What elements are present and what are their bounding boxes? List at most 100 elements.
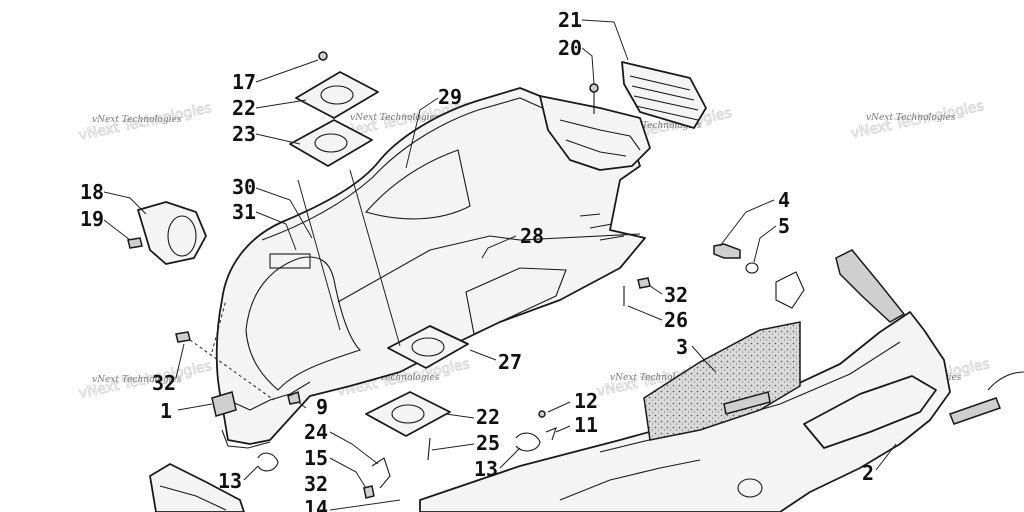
plate-hole — [320, 85, 354, 105]
leader-plate-down-2 — [349, 169, 401, 347]
panel-mount-tab — [211, 391, 237, 417]
fastener-32-right — [637, 277, 651, 289]
leader-12 — [547, 401, 571, 413]
duct-body — [539, 95, 651, 171]
boot-opening — [167, 215, 197, 257]
clip-13-mid — [515, 432, 541, 452]
lower-panel-fin — [835, 249, 906, 323]
callout-27: 27 — [498, 350, 522, 374]
watermark: vNext Technologies — [610, 373, 700, 383]
callout-20: 20 — [558, 36, 582, 60]
leader-30 — [255, 187, 313, 239]
part-21-side-duct — [539, 61, 707, 171]
clip-13-left — [257, 452, 279, 472]
callout-3: 3 — [676, 335, 688, 359]
leader-22-bottom — [445, 413, 475, 419]
panel-front-lip — [221, 429, 271, 449]
callout-5: 5 — [778, 214, 790, 238]
plate-hole — [391, 404, 425, 424]
callout-9: 9 — [316, 395, 328, 419]
leader-13-left — [243, 465, 259, 481]
leader-25 — [431, 443, 475, 451]
boot-body — [137, 201, 207, 265]
callout-23: 23 — [232, 122, 256, 146]
panel-mid-ridge — [365, 149, 471, 220]
washer-5 — [745, 262, 759, 274]
pin-25 — [427, 437, 431, 461]
lower-panel-recess — [803, 375, 937, 449]
leader-24 — [329, 431, 379, 465]
callout-11: 11 — [574, 413, 598, 437]
watermark: vNext Technologies — [92, 115, 182, 125]
callout-22-top: 22 — [232, 96, 256, 120]
insulation-pad — [643, 321, 801, 441]
clip-11 — [545, 427, 557, 441]
leader-9 — [297, 401, 307, 409]
callout-29: 29 — [438, 85, 462, 109]
bolt-4 — [713, 243, 741, 259]
plate-23 — [289, 119, 373, 167]
pad-strap — [723, 391, 771, 415]
leader-32-left — [175, 343, 185, 379]
part-1-inner-panel — [211, 87, 646, 449]
part-22-23-vent-plates — [289, 51, 469, 437]
edge-stub — [987, 371, 1024, 391]
callout-1: 1 — [160, 399, 172, 423]
decal-patch — [775, 271, 805, 309]
leader-11 — [555, 425, 571, 433]
leader-14 — [329, 499, 401, 511]
callout-21: 21 — [558, 8, 582, 32]
bumper-edge — [159, 485, 227, 511]
leader-20 — [581, 47, 595, 85]
panel-top-rim — [261, 97, 597, 241]
leader-32-right — [649, 285, 663, 295]
fastener-15 — [363, 485, 375, 499]
callout-22-bottom: 22 — [476, 405, 500, 429]
watermark: vNext Technologies — [350, 113, 440, 123]
lower-panel-frame-edge — [559, 459, 701, 501]
callout-2: 2 — [862, 461, 874, 485]
plate-22-bottom — [365, 391, 451, 437]
leader-28 — [481, 235, 517, 259]
part-18-intake-boot — [127, 201, 207, 265]
callout-4: 4 — [778, 188, 790, 212]
panel-floor-step — [465, 267, 567, 335]
watermark: vNext Technologies — [866, 113, 956, 123]
panel-lower-skirt — [227, 381, 311, 411]
bumper-body — [149, 463, 245, 512]
fastener-19 — [127, 237, 143, 249]
leader-17 — [255, 59, 319, 83]
watermark: vNext Technologies — [612, 121, 702, 131]
leader-lines — [103, 19, 897, 511]
fastener-32-left — [175, 331, 191, 343]
fastener-20 — [589, 83, 599, 93]
fastener-12 — [538, 410, 546, 418]
callout-18: 18 — [80, 180, 104, 204]
front-bumper-piece — [149, 463, 245, 512]
leader-26 — [627, 305, 663, 321]
plate-22-top — [295, 71, 379, 119]
leader-23 — [255, 133, 301, 145]
louver-slats — [629, 75, 699, 121]
callout-13-left: 13 — [218, 469, 242, 493]
panel-inner-curve — [245, 256, 362, 391]
leader-13-mid — [499, 447, 521, 469]
leader-31 — [255, 211, 297, 251]
callout-32-right: 32 — [664, 283, 688, 307]
callout-26: 26 — [664, 308, 688, 332]
leader-15 — [329, 457, 367, 489]
callout-28: 28 — [520, 224, 544, 248]
watermark: vNext Technologies — [92, 375, 182, 385]
panel-bead-line — [579, 213, 625, 241]
leader-3 — [691, 345, 717, 373]
panel-floor — [337, 233, 641, 303]
callout-32-left: 32 — [152, 371, 176, 395]
bar-right — [949, 397, 1001, 425]
panel-vent — [269, 253, 311, 269]
callout-25: 25 — [476, 431, 500, 455]
leader-plate-down — [297, 179, 341, 331]
callout-30: 30 — [232, 175, 256, 199]
lower-panel-hole — [737, 478, 763, 498]
callout-32-bottom: 32 — [304, 472, 328, 496]
